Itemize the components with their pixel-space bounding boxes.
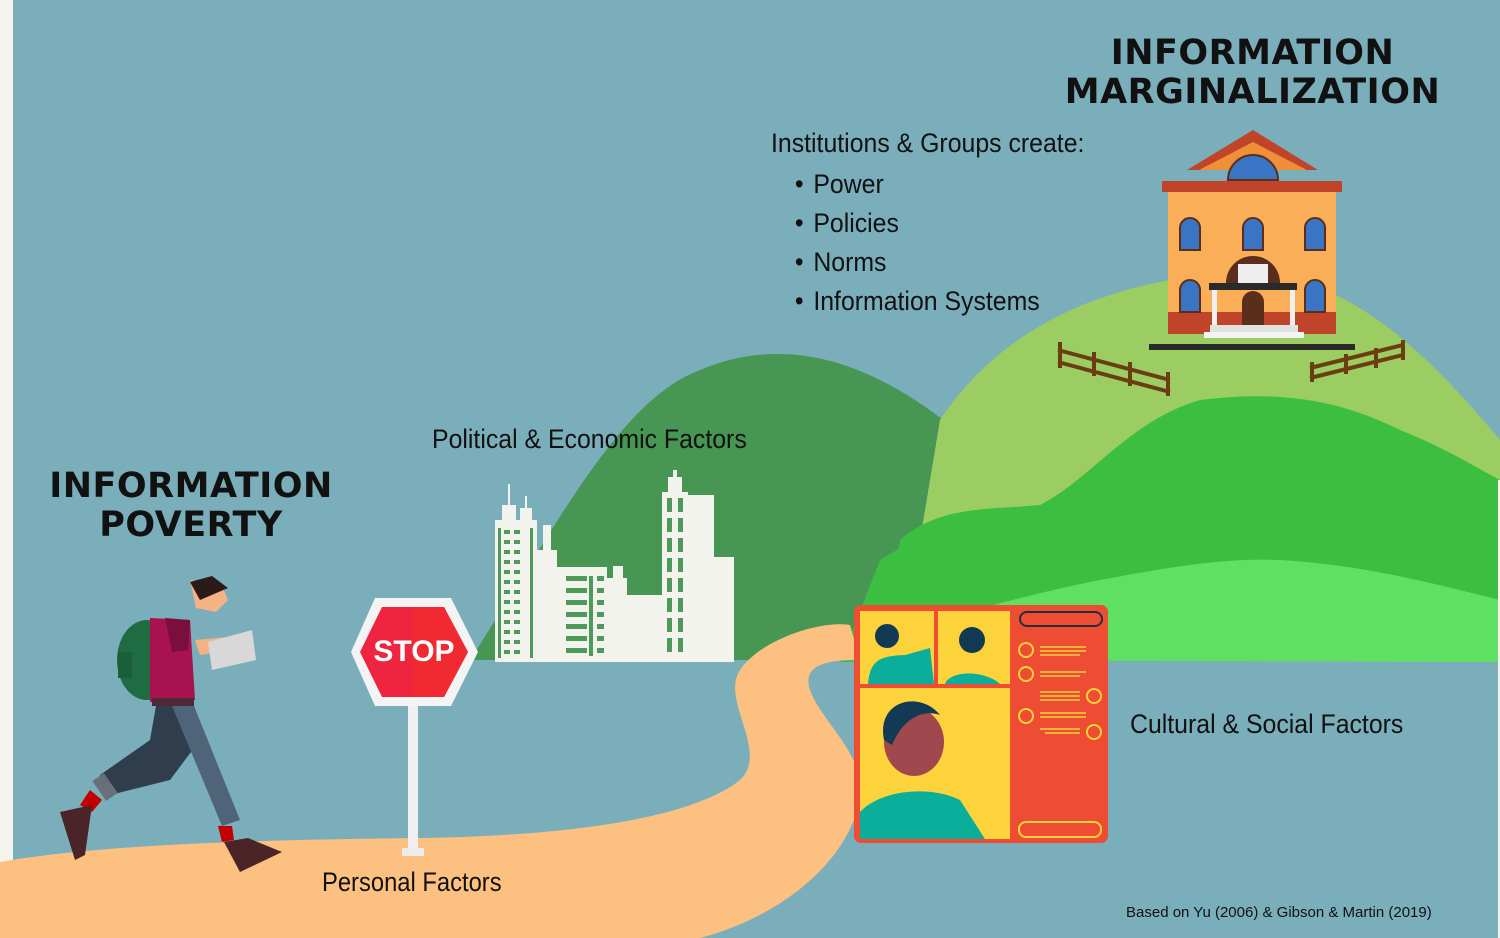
institutions-block: Institutions & Groups create: Power Poli…	[771, 127, 1084, 321]
title-information-marginalization: INFORMATION MARGINALIZATION	[1055, 34, 1450, 112]
right-margin-strip	[1498, 480, 1500, 938]
title-line-2: MARGINALIZATION	[1064, 72, 1441, 112]
cultural-social-factors-label: Cultural & Social Factors	[1130, 709, 1404, 739]
stop-sign-icon	[351, 598, 478, 856]
student-reading-icon	[60, 576, 282, 872]
personal-factors-label: Personal Factors	[322, 867, 502, 897]
citation: Based on Yu (2006) & Gibson & Martin (20…	[1126, 904, 1432, 921]
institutions-heading: Institutions & Groups create:	[771, 128, 1085, 158]
title-line-1: INFORMATION	[49, 466, 333, 506]
title-line-1: INFORMATION	[1110, 33, 1395, 73]
video-call-icon	[854, 605, 1108, 843]
list-item: Power	[795, 165, 1084, 204]
stop-sign-text: STOP	[373, 635, 455, 668]
institutions-list: Power Policies Norms Information Systems	[795, 165, 1084, 321]
fence-icon	[1057, 340, 1405, 396]
left-margin-strip	[0, 0, 13, 938]
winding-path	[0, 624, 862, 938]
list-item: Information Systems	[795, 282, 1084, 321]
city-skyline-icon	[495, 470, 734, 662]
institution-building-icon	[1149, 130, 1355, 350]
title-line-2: POVERTY	[99, 505, 283, 545]
list-item: Norms	[795, 243, 1084, 282]
political-economic-factors-label: Political & Economic Factors	[432, 424, 747, 454]
list-item: Policies	[795, 204, 1084, 243]
title-information-poverty: INFORMATION POVERTY	[38, 467, 344, 545]
